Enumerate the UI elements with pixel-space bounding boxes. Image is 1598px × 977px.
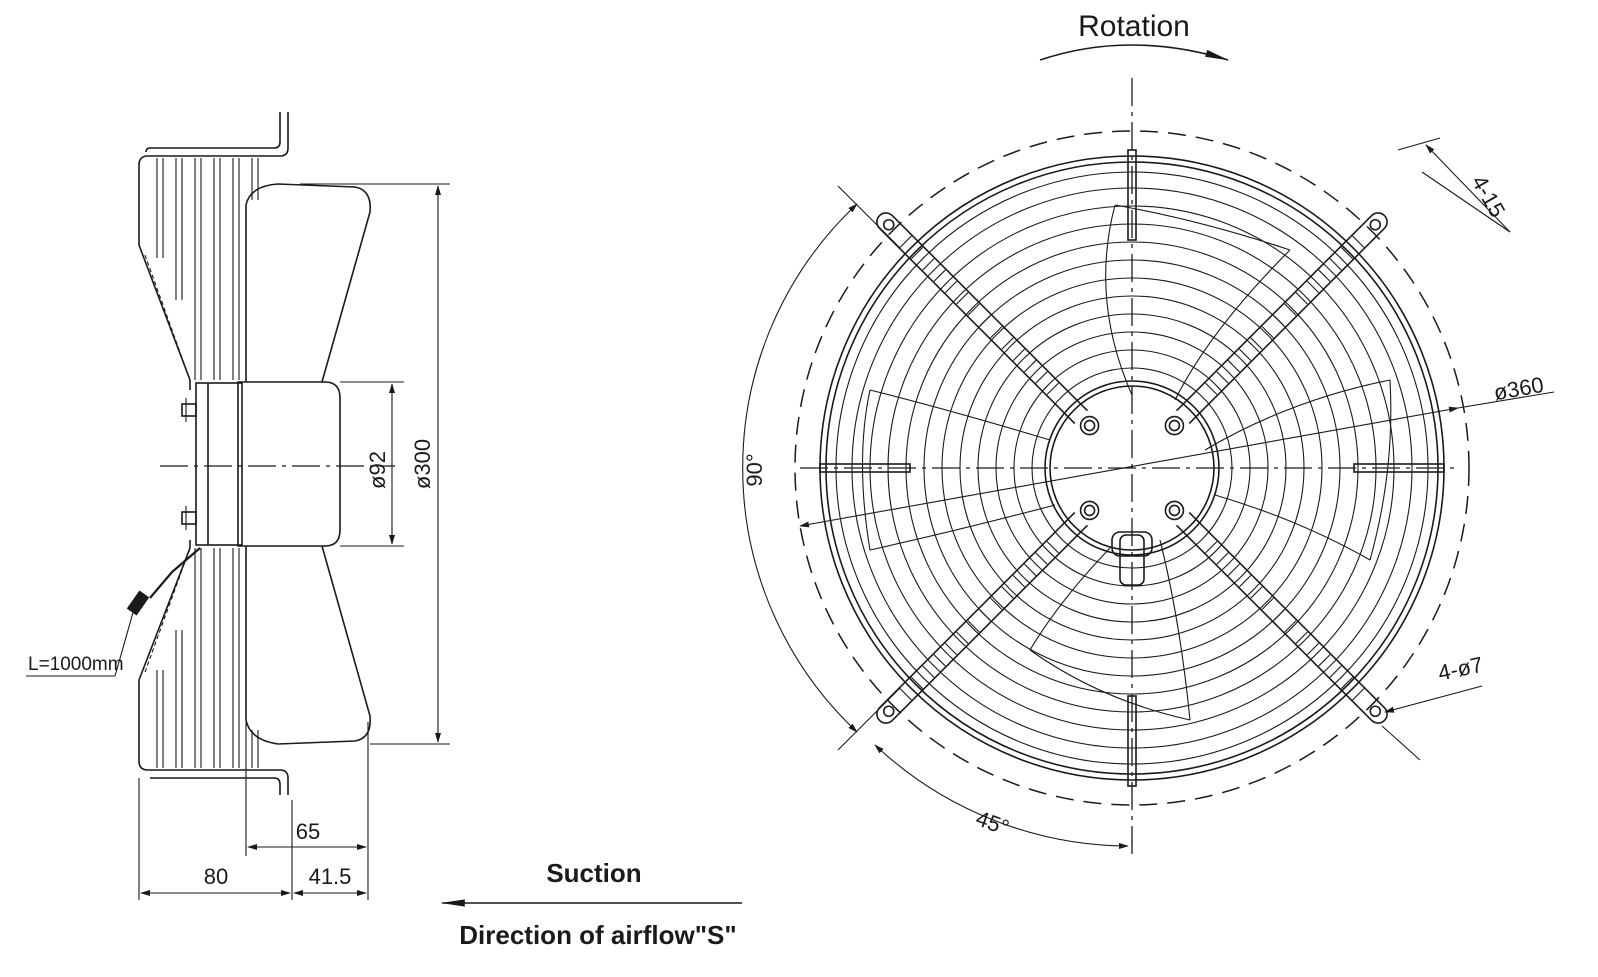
dim-41-5: 41.5: [309, 864, 352, 889]
airflow-direction-label: Direction of airflow"S": [459, 920, 736, 950]
dim-slots-4-15: 4-15: [1467, 171, 1511, 222]
rotation-label: Rotation: [1078, 10, 1190, 43]
support-arm: [1164, 500, 1388, 724]
dim-dia-360: ø360: [1492, 372, 1546, 405]
dim-80: 80: [204, 864, 228, 889]
side-view: ø92 ø300 65 80 41.5 L=1000mm: [26, 112, 450, 900]
front-view: Rotation ø360: [742, 10, 1555, 858]
support-arm: [1164, 212, 1388, 436]
dim-dia-92: ø92: [365, 451, 390, 489]
support-arm: [876, 212, 1100, 436]
dim-angle-45: 45°: [973, 806, 1013, 841]
dim-angle-90: 90°: [742, 453, 767, 486]
dim-dia-300: ø300: [410, 439, 435, 489]
cable-length-label: L=1000mm: [28, 654, 124, 675]
support-arm: [876, 500, 1100, 724]
airflow-indicator: Suction Direction of airflow"S": [440, 858, 742, 950]
dim-65: 65: [296, 819, 320, 844]
dim-holes-4-7: 4-ø7: [1436, 652, 1485, 686]
suction-label: Suction: [546, 858, 641, 888]
